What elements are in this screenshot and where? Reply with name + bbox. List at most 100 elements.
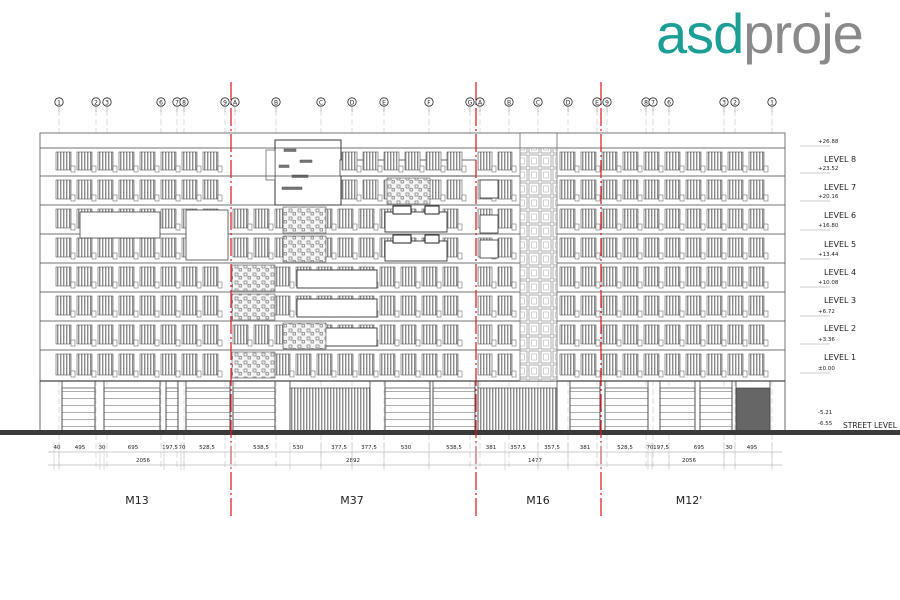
fin-panel: [337, 353, 354, 376]
dimension-value: 377,5: [331, 445, 347, 451]
fin-notch: [511, 339, 517, 347]
fin-notch: [415, 281, 421, 289]
ground-shutter: [477, 387, 558, 433]
grid-bubble-label: 1: [770, 100, 774, 107]
fin-panel: [274, 353, 291, 376]
fin-notch: [595, 165, 601, 173]
fin-panel: [727, 324, 744, 345]
fin-notch: [154, 194, 160, 202]
fin-notch: [217, 310, 223, 318]
fin-panel: [358, 353, 375, 376]
fin-notch: [700, 339, 706, 347]
fin-panel: [232, 324, 249, 345]
fin-notch: [268, 339, 274, 347]
fin-panel: [442, 266, 459, 287]
fin-notch: [461, 194, 467, 202]
grid-bubble-label: E: [382, 100, 386, 107]
fin-panel: [643, 324, 660, 345]
fin-panel: [664, 324, 681, 345]
ground-shutter: [185, 387, 231, 433]
grid-bubble-label: 2: [733, 100, 737, 107]
level-label: LEVEL 2: [824, 324, 856, 333]
fin-panel: [139, 237, 156, 258]
fin-panel: [76, 179, 93, 200]
level-elevation: +13.44: [818, 252, 839, 258]
fin-notch: [700, 194, 706, 202]
fin-notch: [457, 339, 463, 347]
fin-notch: [595, 310, 601, 318]
fin-panel: [601, 237, 618, 258]
fin-notch: [742, 194, 748, 202]
fin-panel: [76, 266, 93, 287]
fin-notch: [196, 370, 202, 378]
fin-panel: [497, 266, 513, 287]
perforated-panel: [282, 206, 327, 234]
fin-panel: [497, 179, 513, 200]
fin-notch: [352, 223, 358, 231]
logo-part-proje: proje: [743, 2, 864, 65]
fin-panel: [97, 179, 114, 200]
fin-panel: [442, 295, 459, 316]
fin-notch: [415, 370, 421, 378]
ground-shutter: [165, 387, 179, 433]
dimension-value: 357,5: [544, 445, 560, 451]
fin-panel: [181, 179, 198, 200]
lower-elevation: -5.21: [818, 410, 832, 416]
fin-notch: [658, 310, 664, 318]
fin-panel: [706, 151, 723, 171]
grid-bubble-label: C: [319, 100, 323, 107]
grid-bubble-label: D: [566, 100, 571, 107]
fin-panel: [622, 208, 639, 229]
fin-panel: [160, 353, 177, 376]
fin-panel: [362, 151, 379, 171]
fin-panel: [748, 353, 765, 376]
fin-notch: [196, 194, 202, 202]
fin-notch: [289, 370, 295, 378]
ground-shutter: [699, 387, 733, 433]
fin-notch: [440, 194, 446, 202]
fin-notch: [595, 252, 601, 260]
fin-panel: [379, 353, 396, 376]
fin-notch: [511, 165, 517, 173]
grid-bubble-label: 3: [722, 100, 726, 107]
fin-notch: [700, 165, 706, 173]
fin-panel: [379, 324, 396, 345]
fin-panel: [580, 353, 597, 376]
fin-panel: [181, 266, 198, 287]
fin-notch: [637, 252, 643, 260]
fin-panel: [232, 208, 249, 229]
fin-notch: [574, 165, 580, 173]
fin-panel: [442, 324, 459, 345]
grid-bubble-label: C: [536, 100, 540, 107]
ground-shutter: [432, 387, 476, 433]
fin-notch: [658, 281, 664, 289]
fin-panel: [358, 237, 375, 258]
fin-notch: [511, 281, 517, 289]
fin-notch: [352, 370, 358, 378]
fin-panel: [160, 266, 177, 287]
fin-panel: [706, 353, 723, 376]
fin-notch: [700, 223, 706, 231]
fin-notch: [217, 165, 223, 173]
fin-panel: [601, 208, 618, 229]
level-elevation: +3.36: [818, 337, 835, 343]
fin-notch: [679, 310, 685, 318]
fin-notch: [91, 194, 97, 202]
fin-panel: [664, 353, 681, 376]
street-level-label: STREET LEVEL: [843, 421, 898, 430]
fin-panel: [295, 353, 312, 376]
fin-notch: [658, 339, 664, 347]
fin-panel: [232, 237, 249, 258]
fin-notch: [436, 339, 442, 347]
fin-panel: [643, 208, 660, 229]
fin-notch: [595, 223, 601, 231]
fin-notch: [289, 281, 295, 289]
fin-notch: [637, 165, 643, 173]
fin-panel: [202, 353, 219, 376]
fin-notch: [217, 194, 223, 202]
fin-notch: [616, 370, 622, 378]
grid-bubble-label: B: [274, 100, 278, 107]
roof-elevation: +26.88: [818, 139, 839, 145]
fin-panel: [160, 151, 177, 171]
